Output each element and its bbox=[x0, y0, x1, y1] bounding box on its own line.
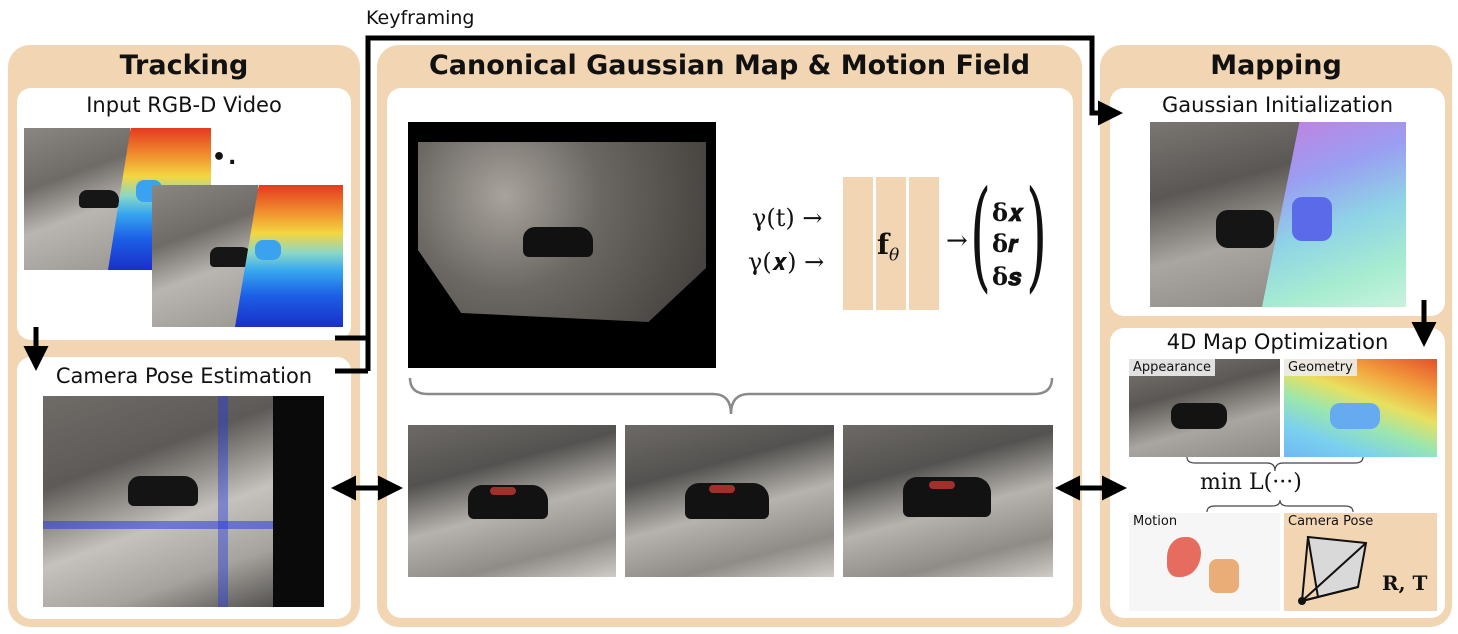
network-symbol: f bbox=[877, 228, 890, 261]
network-layer-3 bbox=[909, 177, 939, 310]
camera-pose-image: R, T Camera Pose bbox=[1284, 513, 1437, 611]
pose-estimation-label: Camera Pose Estimation bbox=[55, 364, 313, 388]
output-delta-r: δ𝒓 bbox=[992, 229, 1019, 258]
output-left-paren: ( bbox=[970, 166, 992, 305]
mapping-title: Mapping bbox=[1210, 50, 1342, 81]
output-arrow: → bbox=[946, 226, 968, 256]
camera-pose-tag: Camera Pose bbox=[1284, 513, 1378, 530]
motion-tag: Motion bbox=[1129, 513, 1182, 530]
network-subscript: θ bbox=[889, 245, 900, 266]
appearance-tag: Appearance bbox=[1129, 359, 1216, 376]
output-right-paren: ) bbox=[1026, 166, 1048, 305]
motion-image: Motion bbox=[1129, 513, 1280, 611]
geometry-tag: Geometry bbox=[1284, 359, 1357, 376]
canonical-title: Canonical Gaussian Map & Motion Field bbox=[428, 50, 1031, 81]
rendered-frame-1 bbox=[408, 425, 616, 577]
network-layer-2 bbox=[876, 177, 906, 310]
loss-brace-top bbox=[1186, 456, 1364, 472]
network-layer-1 bbox=[843, 177, 873, 310]
input-position-encoding: γ(𝒙) → bbox=[748, 248, 825, 276]
gaussian-init-label: Gaussian Initialization bbox=[1161, 93, 1394, 117]
camera-frustum-icon bbox=[1298, 535, 1368, 605]
loss-label: min L(···) bbox=[1200, 470, 1302, 495]
output-delta-x: δ𝒙 bbox=[992, 198, 1024, 227]
canonical-gaussian-map-image bbox=[408, 122, 716, 368]
network-label: fθ bbox=[877, 228, 899, 266]
appearance-image: Appearance bbox=[1129, 359, 1280, 457]
keyframing-label: Keyframing bbox=[366, 7, 475, 29]
rendered-frame-2 bbox=[625, 425, 834, 577]
map-optimization-label: 4D Map Optimization bbox=[1166, 330, 1389, 354]
geometry-image: Geometry bbox=[1284, 359, 1437, 457]
pose-rt-label: R, T bbox=[1382, 571, 1428, 595]
brace-connector bbox=[408, 377, 1054, 415]
pose-estimation-image bbox=[43, 396, 324, 607]
rendered-frame-3 bbox=[843, 425, 1053, 577]
loss-brace-bottom bbox=[1206, 499, 1354, 513]
input-time-encoding: γ(t) → bbox=[752, 204, 823, 232]
input-video-label: Input RGB-D Video bbox=[86, 93, 282, 117]
keyframing-arrow bbox=[335, 35, 1123, 341]
ellipsis: •. bbox=[212, 145, 239, 170]
tracking-title: Tracking bbox=[119, 50, 249, 81]
output-delta-s: δ𝒔 bbox=[992, 262, 1022, 291]
